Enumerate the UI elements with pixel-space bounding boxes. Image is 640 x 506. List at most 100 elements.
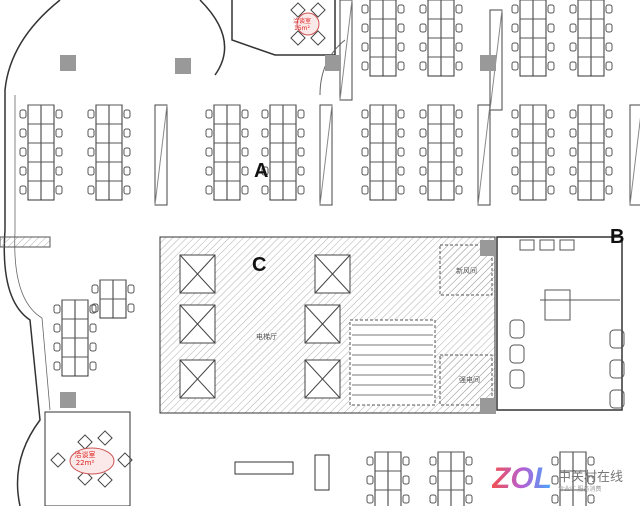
chair	[361, 23, 369, 33]
chair	[123, 166, 131, 176]
chair	[569, 23, 577, 33]
chair	[361, 109, 369, 119]
chair	[55, 185, 63, 195]
chair	[419, 42, 427, 52]
column	[480, 398, 496, 414]
chair	[455, 4, 463, 14]
chair	[241, 185, 249, 195]
chair	[429, 475, 437, 485]
chair	[511, 4, 519, 14]
room-upper-right-label: 新风间	[456, 267, 477, 275]
chair	[366, 475, 374, 485]
chair	[89, 342, 97, 352]
chair	[511, 109, 519, 119]
chair	[569, 42, 577, 52]
chair	[605, 185, 613, 195]
toilet-block	[496, 236, 623, 411]
meeting-table	[69, 447, 115, 475]
chair	[419, 166, 427, 176]
meeting-chair	[290, 2, 306, 18]
chair	[587, 475, 595, 485]
meeting-room-area: 15m²	[294, 25, 310, 32]
chair	[511, 147, 519, 157]
chair	[361, 4, 369, 14]
chair	[605, 42, 613, 52]
outer-wall-curve-inner	[14, 95, 51, 411]
elevator-cross	[314, 254, 351, 294]
toilet-fixture	[609, 389, 625, 409]
meeting-room-top-label: 洽谈室 15m²	[288, 18, 316, 32]
chair	[605, 166, 613, 176]
chair	[511, 166, 519, 176]
chair	[547, 23, 555, 33]
chair	[455, 23, 463, 33]
meeting-chair	[77, 470, 93, 486]
chair	[569, 166, 577, 176]
chair	[397, 166, 405, 176]
chair	[547, 61, 555, 71]
chair	[123, 109, 131, 119]
meeting-chair	[117, 452, 133, 468]
chair	[397, 147, 405, 157]
chair	[419, 109, 427, 119]
chair	[19, 109, 27, 119]
chair	[547, 147, 555, 157]
chair	[547, 4, 555, 14]
chair	[297, 147, 305, 157]
chair	[455, 185, 463, 195]
chair	[205, 185, 213, 195]
meeting-room-name: 洽谈室	[74, 451, 96, 459]
storage-cabinet	[319, 104, 333, 206]
chair	[569, 147, 577, 157]
column	[325, 55, 341, 71]
chair	[511, 42, 519, 52]
column	[175, 58, 191, 74]
chair	[547, 166, 555, 176]
chair	[241, 166, 249, 176]
chair	[511, 61, 519, 71]
chair	[87, 185, 95, 195]
chair	[397, 109, 405, 119]
chair	[419, 61, 427, 71]
chair	[397, 61, 405, 71]
chair	[605, 4, 613, 14]
chair	[261, 128, 269, 138]
chair	[361, 185, 369, 195]
elevator-cross	[304, 359, 341, 399]
cabinet-hatch	[477, 104, 491, 206]
meeting-chair	[50, 452, 66, 468]
chair	[297, 166, 305, 176]
chair	[261, 166, 269, 176]
chair	[127, 284, 135, 294]
chair	[419, 185, 427, 195]
cabinet-hatch	[154, 104, 168, 206]
stair	[349, 319, 436, 406]
watermark-slogan: 专业IT 服务消费	[558, 486, 602, 493]
room-lower-right	[439, 354, 493, 406]
meeting-table	[296, 12, 320, 36]
chair	[19, 128, 27, 138]
chair	[397, 42, 405, 52]
chair	[89, 304, 97, 314]
chair	[569, 61, 577, 71]
chair	[55, 147, 63, 157]
chair	[511, 128, 519, 138]
chair	[87, 166, 95, 176]
chair	[87, 128, 95, 138]
chair	[361, 61, 369, 71]
chair	[205, 128, 213, 138]
chair	[241, 147, 249, 157]
chair	[605, 128, 613, 138]
chair	[419, 23, 427, 33]
watermark-logo: ZOL	[492, 462, 552, 495]
chair	[605, 23, 613, 33]
chair	[87, 147, 95, 157]
chair	[402, 456, 410, 466]
column	[60, 55, 76, 71]
meeting-chair	[97, 430, 113, 446]
chair	[123, 185, 131, 195]
meeting-room-bottom	[44, 411, 131, 506]
meeting-chair	[310, 30, 326, 46]
chair	[241, 128, 249, 138]
chair	[455, 109, 463, 119]
